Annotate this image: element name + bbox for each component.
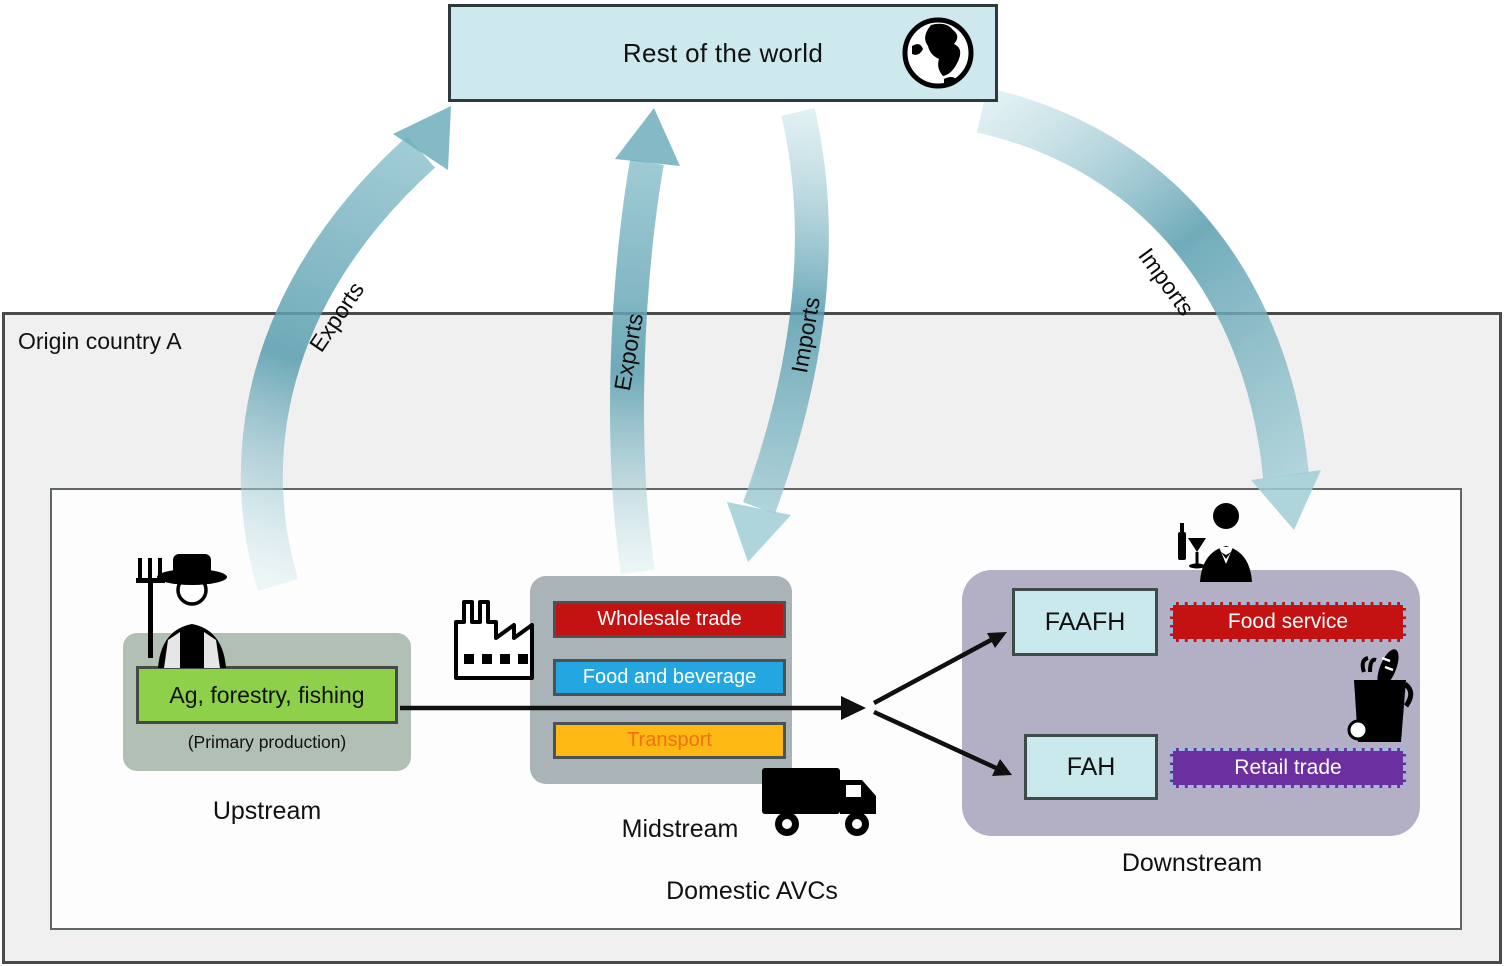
flow-to-faafh-arrow: [872, 638, 993, 705]
globe-icon: [900, 15, 976, 91]
rest-of-world-label: Rest of the world: [622, 37, 824, 68]
grocery-bag-icon: [1346, 648, 1418, 744]
faafh-box: FAAFH: [1012, 588, 1158, 656]
downstream-label: Downstream: [1121, 849, 1263, 877]
retail-trade-box: Retail trade: [1170, 748, 1406, 788]
exports-arrowhead-midstream: [615, 108, 680, 166]
retail-trade-label: Retail trade: [1234, 756, 1342, 779]
fah-box: FAH: [1024, 734, 1158, 800]
primary-production-label: Ag, forestry, fishing: [169, 681, 365, 708]
transport-label: Transport: [627, 729, 712, 751]
food-and-beverage-label: Food and beverage: [582, 666, 757, 688]
imports-arrow-downstream: [976, 87, 1309, 479]
main-flow-arrowhead: [841, 696, 866, 720]
fah-label: FAH: [1066, 752, 1116, 781]
rest-of-world-box: [448, 4, 998, 102]
imports-arrowhead-downstream: [1251, 470, 1321, 530]
exports-arrowhead-upstream: [393, 106, 451, 170]
flow-to-fah-arrow: [873, 709, 997, 771]
truck-icon: [760, 762, 884, 842]
transport-box: Transport: [553, 722, 786, 759]
food-and-beverage-box: Food and beverage: [553, 659, 786, 696]
food-service-label: Food service: [1227, 610, 1349, 633]
midstream-label: Midstream: [621, 815, 739, 843]
imports-arrowhead-midstream: [727, 502, 791, 562]
upstream-label: Upstream: [212, 797, 322, 825]
exports-arrow-midstream: [610, 159, 664, 575]
domestic-avcs-label: Domestic AVCs: [666, 877, 838, 905]
wholesale-trade-box: Wholesale trade: [553, 601, 786, 638]
bartender-icon: [1176, 500, 1256, 582]
primary-production-caption: (Primary production): [187, 732, 347, 752]
wholesale-trade-label: Wholesale trade: [597, 608, 742, 630]
faafh-label: FAAFH: [1044, 607, 1126, 636]
flow-to-fah-arrowhead: [992, 759, 1012, 776]
origin-country-label: Origin country A: [18, 328, 182, 354]
primary-production-box: Ag, forestry, fishing: [136, 666, 398, 724]
factory-icon: [448, 592, 544, 682]
flow-to-faafh-arrowhead: [987, 632, 1007, 648]
exports-arrow-upstream: [240, 136, 436, 592]
food-service-box: Food service: [1170, 602, 1406, 642]
imports-arrow-midstream: [743, 108, 829, 514]
farmer-icon: [128, 540, 240, 668]
